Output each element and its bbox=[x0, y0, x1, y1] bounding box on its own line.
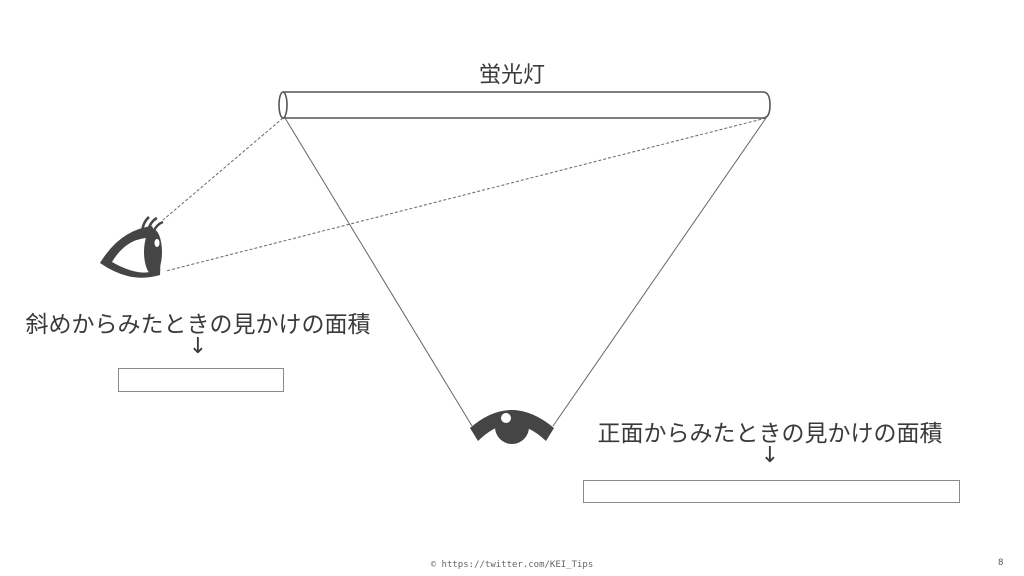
eye-front-view-icon bbox=[470, 410, 554, 444]
front-view-arrow-icon: ↓ bbox=[760, 443, 780, 468]
fluorescent-tube bbox=[278, 91, 771, 119]
tube-end-cap bbox=[278, 91, 288, 119]
eye-side-view-icon bbox=[100, 216, 164, 278]
fluorescent-lamp-title: 蛍光灯 bbox=[478, 63, 545, 88]
oblique-sight-line-top bbox=[162, 117, 284, 221]
oblique-view-arrow-icon: ↓ bbox=[188, 334, 208, 359]
front-view-answer-box bbox=[583, 480, 960, 503]
oblique-view-label: 斜めからみたときの見かけの面積 bbox=[25, 312, 371, 338]
front-view-label: 正面からみたときの見かけの面積 bbox=[597, 421, 943, 447]
oblique-sight-line-bottom bbox=[165, 117, 767, 272]
front-sight-line-left bbox=[284, 117, 473, 427]
footer-copyright: © https://twitter.com/KEI_Tips bbox=[430, 560, 594, 570]
front-sight-line-right bbox=[552, 117, 767, 427]
page-number: 8 bbox=[998, 558, 1004, 568]
oblique-view-answer-box bbox=[118, 368, 284, 392]
